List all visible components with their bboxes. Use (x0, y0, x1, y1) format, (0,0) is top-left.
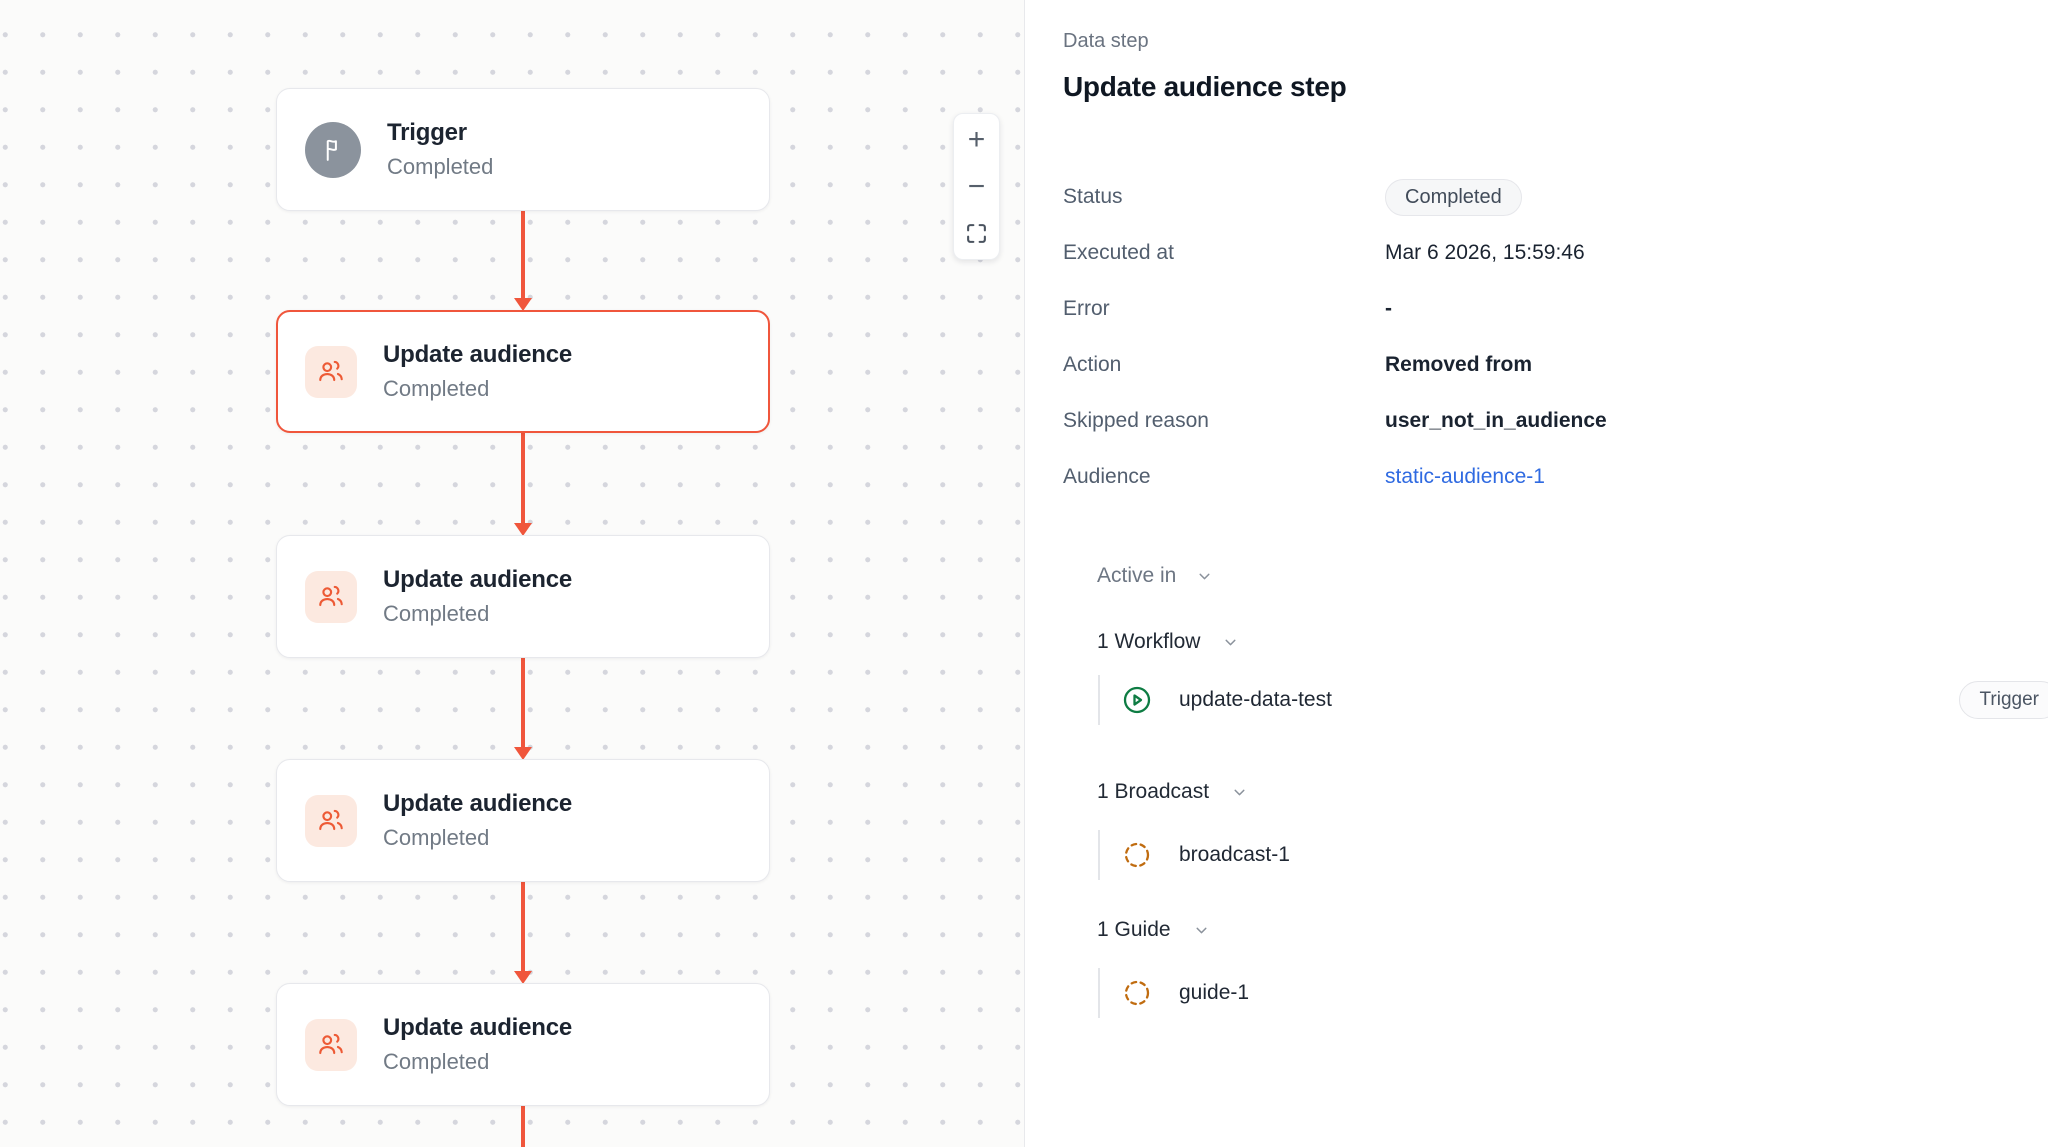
node-title: Update audience (383, 566, 573, 593)
edge-connector (521, 658, 525, 747)
edge-arrowhead (514, 523, 532, 536)
detail-label: Status (1063, 185, 1123, 208)
workflow-section-toggle[interactable]: 1 Workflow (1097, 628, 1239, 656)
step-details-list: Status Completed Executed at Mar 6 2026,… (1063, 169, 2048, 505)
chevron-down-icon (1222, 634, 1239, 651)
fit-view-button[interactable] (954, 215, 999, 251)
node-update-audience-3[interactable]: Update audience Completed (276, 759, 770, 882)
detail-row-executed-at: Executed at Mar 6 2026, 15:59:46 (1063, 225, 2048, 281)
panel-eyebrow: Data step (1063, 30, 1149, 52)
guide-item-label: guide-1 (1179, 981, 1250, 1004)
detail-label: Skipped reason (1063, 409, 1209, 432)
guide-section-label: 1 Guide (1097, 918, 1171, 941)
detail-label: Executed at (1063, 241, 1174, 264)
workflow-item-label: update-data-test (1179, 688, 1332, 711)
workflow-canvas[interactable]: Trigger Completed Update audience Comple… (0, 0, 1025, 1147)
trigger-tag-badge: Trigger (1958, 681, 2048, 719)
users-icon (305, 345, 357, 398)
node-status: Completed (383, 601, 490, 626)
node-title: Update audience (383, 790, 573, 817)
zoom-in-button[interactable]: + (967, 123, 986, 156)
edge-arrowhead (514, 747, 532, 760)
detail-value: user_not_in_audience (1385, 409, 1607, 432)
detail-label: Error (1063, 297, 1110, 320)
active-in-label: Active in (1097, 564, 1177, 587)
audience-link[interactable]: static-audience-1 (1385, 465, 1545, 488)
detail-value: - (1385, 297, 1392, 320)
detail-row-action: Action Removed from (1063, 337, 2048, 393)
canvas-zoom-controls: + − (953, 113, 1000, 260)
node-trigger[interactable]: Trigger Completed (276, 88, 770, 211)
page-title: Update audience step (1063, 71, 1347, 102)
edge-connector (521, 1106, 525, 1147)
edge-connector (521, 211, 525, 298)
guide-item[interactable]: guide-1 (1098, 968, 2048, 1018)
users-icon (305, 1018, 357, 1071)
detail-row-status: Status Completed (1063, 169, 2048, 225)
broadcast-item[interactable]: broadcast-1 (1098, 830, 2048, 880)
node-title: Update audience (383, 341, 573, 368)
detail-value: Mar 6 2026, 15:59:46 (1385, 241, 1585, 264)
detail-label: Audience (1063, 465, 1151, 488)
node-title: Trigger (387, 119, 467, 146)
users-icon (305, 570, 357, 623)
node-update-audience-1[interactable]: Update audience Completed (276, 310, 770, 433)
broadcast-section-toggle[interactable]: 1 Broadcast (1097, 778, 1248, 806)
detail-value: Removed from (1385, 353, 1533, 376)
workflow-section-label: 1 Workflow (1097, 630, 1201, 653)
active-in-toggle[interactable]: Active in (1097, 562, 1213, 590)
node-status: Completed (387, 154, 494, 179)
dashed-circle-icon (1122, 978, 1152, 1008)
edge-arrowhead (514, 298, 532, 311)
node-status: Completed (383, 825, 490, 850)
detail-row-error: Error - (1063, 281, 2048, 337)
status-badge: Completed (1385, 178, 1522, 216)
node-title: Update audience (383, 1014, 573, 1041)
node-update-audience-2[interactable]: Update audience Completed (276, 535, 770, 658)
edge-arrowhead (514, 971, 532, 984)
step-details-panel: Data step Update audience step Status Co… (1026, 0, 2048, 1147)
flag-icon (305, 121, 361, 178)
edge-connector (521, 882, 525, 971)
chevron-down-icon (1231, 784, 1248, 801)
detail-row-audience: Audience static-audience-1 (1063, 449, 2048, 505)
guide-section-toggle[interactable]: 1 Guide (1097, 916, 1210, 944)
node-update-audience-4[interactable]: Update audience Completed (276, 983, 770, 1106)
chevron-down-icon (1196, 568, 1213, 585)
broadcast-item-label: broadcast-1 (1179, 843, 1290, 866)
zoom-out-button[interactable]: − (967, 169, 986, 203)
node-status: Completed (383, 376, 490, 401)
users-icon (305, 794, 357, 847)
workflow-item[interactable]: update-data-test (1098, 675, 2048, 725)
edge-connector (521, 433, 525, 523)
node-status: Completed (383, 1049, 490, 1074)
play-circle-icon (1122, 685, 1152, 715)
detail-label: Action (1063, 353, 1122, 376)
broadcast-section-label: 1 Broadcast (1097, 780, 1210, 803)
chevron-down-icon (1193, 922, 1210, 939)
dashed-circle-icon (1122, 840, 1152, 870)
detail-row-skipped-reason: Skipped reason user_not_in_audience (1063, 393, 2048, 449)
